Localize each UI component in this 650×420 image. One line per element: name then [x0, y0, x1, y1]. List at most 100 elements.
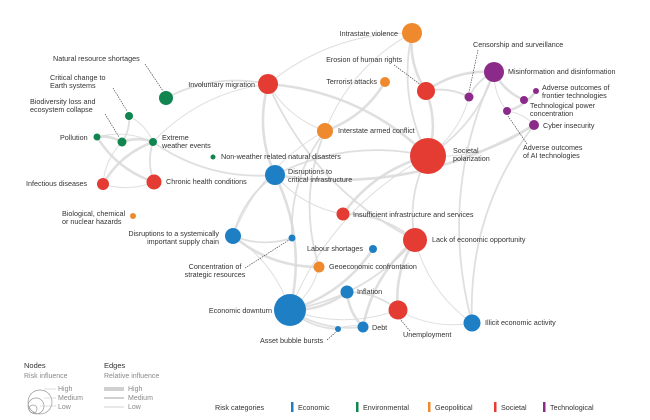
node-interstate-conflict[interactable]: [317, 123, 333, 139]
node-debt[interactable]: [357, 321, 369, 333]
node-frontier-tech[interactable]: [533, 88, 539, 94]
edge-misinformation-illicit-activity: [458, 71, 495, 324]
label-inflation: Inflation: [357, 287, 382, 296]
leader-ai: [507, 115, 528, 145]
edge-extreme-weather-infectious: [101, 140, 154, 185]
legend-swatch-environmental: [356, 402, 359, 412]
edge-intrastate-violence-interstate-conflict: [324, 32, 413, 132]
leader-strategic-resources: [244, 239, 290, 269]
label-erosion-rights: Erosion of human rights: [326, 55, 402, 64]
label-infectious: Infectious diseases: [26, 179, 88, 188]
label-debt: Debt: [372, 323, 387, 332]
edge-cyber-illicit-activity: [470, 124, 535, 324]
node-involuntary-migration[interactable]: [258, 74, 278, 94]
label-censorship: Censorship and surveillance: [473, 40, 563, 49]
legend-nodes-subtitle: Risk influence: [24, 373, 68, 380]
legend-edge-low: Low: [128, 404, 142, 411]
nodes-layer: [93, 23, 539, 333]
node-insufficient-infra[interactable]: [336, 207, 350, 221]
node-asset-bubble[interactable]: [335, 326, 341, 332]
node-ai[interactable]: [503, 107, 511, 115]
node-misinformation[interactable]: [484, 62, 504, 82]
edge-misinformation-erosion-rights: [425, 70, 495, 93]
edge-societal-polarization-economic-downturn: [289, 155, 429, 311]
label-pollution: Pollution: [60, 133, 88, 142]
legend-swatch-technological: [543, 402, 546, 412]
edge-societal-polarization-critical-infra: [274, 149, 429, 176]
edge-involuntary-migration-economic-opportunity: [267, 83, 416, 241]
legend-categories-title: Risk categories: [215, 403, 265, 412]
legend-node-high: High: [58, 386, 73, 393]
edge-infectious-chronic-health: [102, 181, 155, 189]
node-unemployment[interactable]: [388, 300, 408, 320]
label-geoeconomic: Geoeconomic confrontation: [329, 262, 417, 271]
node-economic-downturn[interactable]: [274, 294, 306, 326]
label-unemployment: Unemployment: [403, 330, 451, 339]
node-infectious[interactable]: [97, 178, 109, 190]
leader-biodiversity: [104, 113, 120, 138]
node-illicit-activity[interactable]: [463, 314, 481, 332]
node-chronic-health[interactable]: [146, 174, 162, 190]
legend-categories: Risk categories Economic Environmental G…: [215, 402, 594, 412]
label-terrorist-attacks: Terrorist attacks: [326, 77, 377, 86]
leader-natural-resource: [144, 63, 164, 92]
label-interstate-conflict: Interstate armed conflict: [338, 126, 415, 135]
label-insufficient-infra: Insufficient infrastructure and services: [353, 210, 474, 219]
node-tech-power[interactable]: [520, 96, 528, 104]
node-critical-infra[interactable]: [265, 165, 285, 185]
legend-nodes-title: Nodes: [24, 361, 46, 370]
node-censorship[interactable]: [464, 92, 474, 102]
node-economic-opportunity[interactable]: [403, 228, 427, 252]
label-involuntary-migration: Involuntary migration: [188, 80, 255, 89]
label-chronic-health: Chronic health conditions: [166, 177, 247, 186]
label-economic-downturn: Economic downturn: [209, 306, 272, 315]
legend-edge-medium: Medium: [128, 395, 153, 402]
edge-involuntary-migration-extreme-weather: [152, 83, 269, 143]
legend-swatch-geopolitical: [428, 402, 431, 412]
node-labour-shortages[interactable]: [369, 245, 377, 253]
legend-swatch-economic: [291, 402, 294, 412]
node-intrastate-violence[interactable]: [402, 23, 422, 43]
node-extreme-weather[interactable]: [149, 138, 157, 146]
edge-extreme-weather-critical-infra: [152, 141, 276, 177]
legend-category-environmental: Environmental: [363, 403, 409, 412]
node-pollution[interactable]: [93, 133, 101, 141]
edge-intrastate-violence-involuntary-migration: [267, 32, 413, 85]
node-geoeconomic[interactable]: [313, 261, 325, 273]
node-biodiversity[interactable]: [117, 137, 127, 147]
node-earth-systems[interactable]: [125, 112, 133, 120]
node-terrorist-attacks[interactable]: [380, 77, 390, 87]
node-bio-hazards[interactable]: [130, 213, 136, 219]
node-natural-resource[interactable]: [159, 91, 173, 105]
node-cyber[interactable]: [529, 120, 539, 130]
legend-swatch-societal: [494, 402, 497, 412]
node-societal-polarization[interactable]: [410, 138, 446, 174]
label-misinformation: Misinformation and disinformation: [508, 67, 615, 76]
legend-category-societal: Societal: [501, 403, 527, 412]
node-non-weather[interactable]: [210, 154, 216, 160]
node-strategic-resources[interactable]: [288, 234, 296, 242]
legend-node-low-circle: [28, 404, 38, 414]
node-inflation[interactable]: [340, 285, 354, 299]
label-cyber: Cyber insecurity: [543, 121, 595, 130]
legend-category-economic: Economic: [298, 403, 330, 412]
legend-edge-high: High: [128, 386, 143, 393]
leader-erosion-rights: [393, 64, 422, 86]
node-erosion-rights[interactable]: [417, 82, 435, 100]
label-natural-resource: Natural resource shortages: [53, 54, 140, 63]
label-intrastate-violence: Intrastate violence: [340, 29, 398, 38]
leader-unemployment: [399, 318, 411, 332]
legend-edges-subtitle: Relative influence: [104, 373, 159, 380]
node-supply-chain[interactable]: [225, 228, 241, 244]
